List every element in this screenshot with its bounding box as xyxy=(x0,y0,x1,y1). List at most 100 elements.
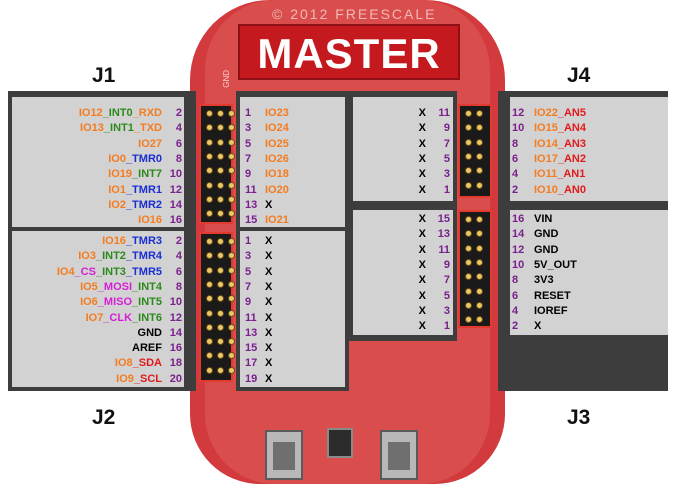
pin-number: 9 xyxy=(245,296,252,309)
header-pin xyxy=(206,352,213,360)
pin-signal: IOREF xyxy=(534,304,568,317)
pin-number: 2 xyxy=(512,183,519,196)
pin-number: 4 xyxy=(175,122,182,135)
usb-connector-left xyxy=(265,430,303,480)
pin-signal: X xyxy=(534,320,542,333)
pin-signal: X xyxy=(418,152,426,165)
pin-signal: IO5 xyxy=(80,280,98,293)
header-pin xyxy=(217,152,224,160)
header-pin xyxy=(217,138,224,146)
pin-number: 2 xyxy=(175,107,182,119)
j1-even-pin-row: IO27 6 xyxy=(12,137,182,151)
pin-signal: _TMR1 xyxy=(125,183,162,196)
header-pin xyxy=(228,210,235,218)
pin-signal: IO22 xyxy=(534,107,558,119)
header-pin xyxy=(206,238,213,245)
pin-signal: IO21 xyxy=(265,214,289,227)
pin-signal: IO20 xyxy=(265,183,289,196)
pin-signal: AREF xyxy=(132,342,162,355)
pin-signal: _AN2 xyxy=(557,152,586,165)
pin-signal: IO25 xyxy=(265,137,289,150)
header-pin xyxy=(228,352,235,360)
pin-number: 11 xyxy=(245,183,257,196)
pin-signal: _SCL xyxy=(133,372,162,385)
header-pin xyxy=(206,138,213,146)
header-pin xyxy=(228,338,235,346)
pin-signal: _INT2 xyxy=(95,250,126,263)
pin-signal: IO1 xyxy=(108,183,126,196)
pin-signal: IO16 xyxy=(138,214,162,227)
header-pin xyxy=(206,252,213,260)
pin-signal: IO8 xyxy=(114,357,133,370)
pin-number: 1 xyxy=(245,235,252,247)
pin-number: 13 xyxy=(245,326,258,339)
usb-connector-right xyxy=(380,430,418,480)
pin-signal: IO27 xyxy=(138,137,162,150)
header-pin xyxy=(217,210,224,218)
pin-number: 8 xyxy=(175,280,182,293)
j2-even-pin-row: IO5_MOSI_INT4 8 xyxy=(12,280,182,294)
header-pin xyxy=(476,301,483,309)
pin-signal: X xyxy=(418,168,426,181)
header-pin xyxy=(476,230,483,238)
header-pin xyxy=(206,280,213,288)
pin-number: 2 xyxy=(175,235,182,247)
pin-number: 1 xyxy=(443,320,450,333)
pin-signal: IO7 xyxy=(85,311,104,324)
pin-signal: _INT1 xyxy=(103,122,134,135)
header-pin xyxy=(228,195,235,203)
pin-number: 3 xyxy=(443,304,450,317)
j2-even-pin-row: IO9_SCL 20 xyxy=(12,372,182,386)
j4-even-pin-row: 12 IO22_AN5 xyxy=(512,106,586,120)
pin-number: 8 xyxy=(175,152,182,165)
header-pin xyxy=(228,266,235,274)
j2-even-pin-row: IO6_MISO_INT5 10 xyxy=(12,295,182,309)
pin-number: 10 xyxy=(512,258,525,271)
j4-header xyxy=(458,104,492,198)
header-pin xyxy=(476,181,483,189)
pin-number: 10 xyxy=(169,296,182,309)
pin-number: 7 xyxy=(245,280,252,293)
pin-signal: X xyxy=(418,213,426,225)
header-pin xyxy=(228,167,235,175)
pin-number: 3 xyxy=(245,250,252,263)
pin-signal: _AN5 xyxy=(557,107,586,119)
header-pin xyxy=(228,252,235,260)
pin-signal: X xyxy=(265,265,273,278)
pin-signal: X xyxy=(418,258,426,271)
pin-number: 11 xyxy=(438,243,450,256)
pin-number: 8 xyxy=(512,274,519,287)
j2-even-box xyxy=(12,231,184,387)
pin-number: 6 xyxy=(512,152,519,165)
pin-number: 13 xyxy=(245,198,258,211)
header-pin xyxy=(228,238,235,245)
pin-number: 5 xyxy=(443,152,450,165)
pin-signal: X xyxy=(418,183,426,196)
header-pin xyxy=(206,295,213,303)
pin-signal: X xyxy=(418,304,426,317)
pin-number: 11 xyxy=(438,107,450,119)
pin-number: 12 xyxy=(512,107,525,119)
pin-number: 16 xyxy=(169,214,182,227)
header-pin xyxy=(476,258,483,266)
pin-number: 11 xyxy=(245,311,257,324)
pin-number: 3 xyxy=(443,168,450,181)
header-pin xyxy=(476,287,483,295)
header-pin xyxy=(206,195,213,203)
pin-number: 4 xyxy=(512,168,519,181)
